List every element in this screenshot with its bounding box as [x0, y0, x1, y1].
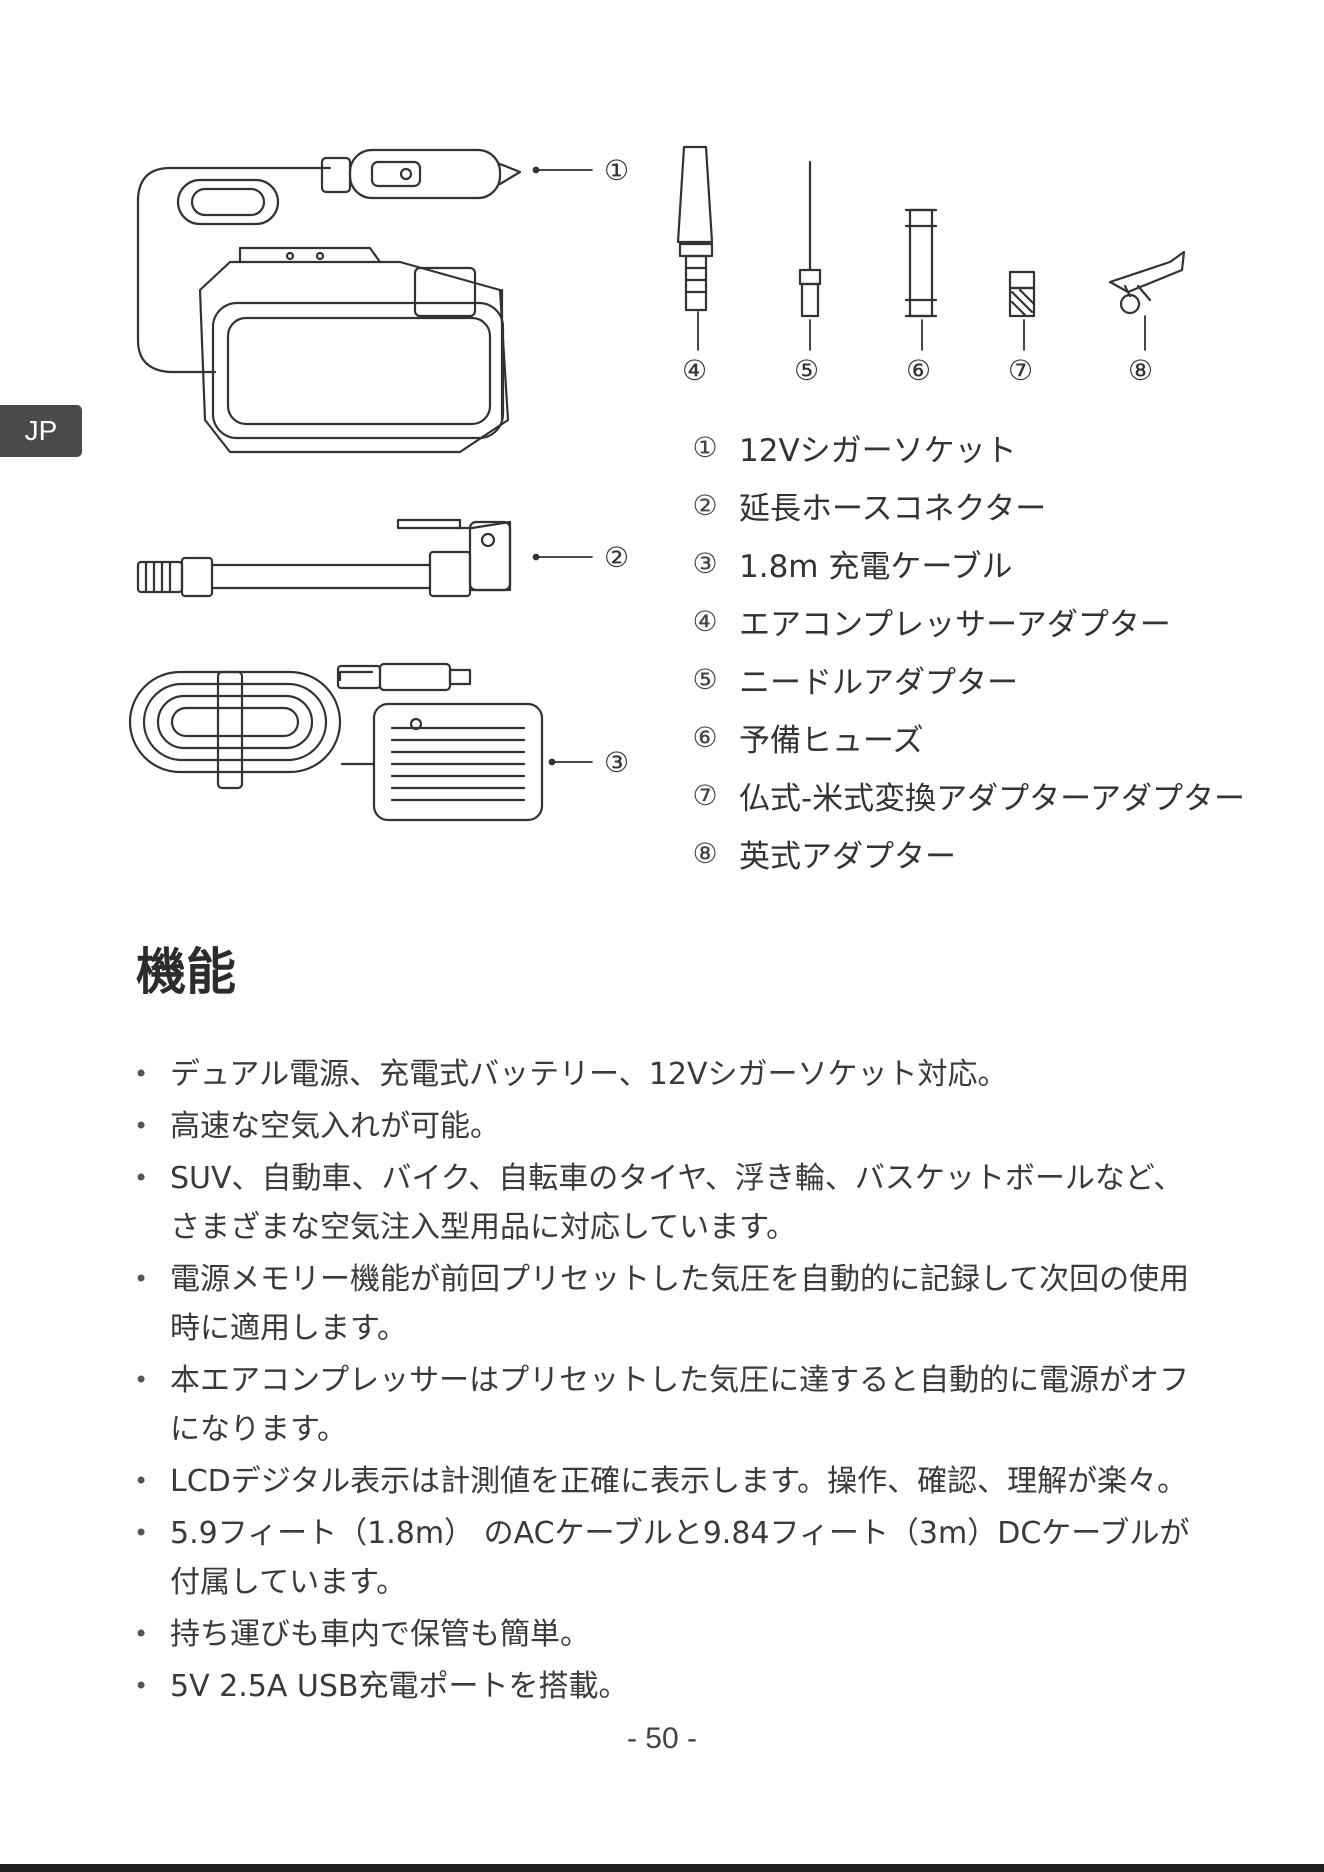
part-item: ③ 1.8m 充電ケーブル	[685, 534, 1245, 592]
callout-8: ⑧	[1128, 354, 1153, 387]
page-number: - 50 -	[626, 1722, 698, 1755]
part-item: ④ エアコンプレッサーアダプター	[685, 592, 1245, 650]
charging-cable-illustration	[128, 662, 544, 822]
feature-item: LCDデジタル表示は計測値を正確に表示します。操作、確認、理解が楽々。	[134, 1457, 1204, 1506]
part-item: ② 延長ホースコネクター	[685, 476, 1245, 534]
part-label: 1.8m 充電ケーブル	[739, 548, 1013, 585]
feature-item: 5.9フィート（1.8m） のACケーブルと9.84フィート（3m）DCケーブル…	[134, 1509, 1204, 1607]
part-label: エアコンプレッサーアダプター	[739, 606, 1171, 643]
section-title: 機能	[136, 943, 236, 1001]
callout-5: ⑤	[794, 354, 819, 387]
part-label: ニードルアダプター	[739, 664, 1018, 701]
part-number: ②	[692, 488, 718, 522]
part-number: ⑧	[692, 836, 718, 870]
language-tab: JP	[0, 405, 82, 457]
part-number: ⑤	[692, 662, 718, 696]
adapters-illustration	[676, 145, 1186, 318]
part-number: ③	[692, 546, 718, 580]
part-item: ⑦ 仏式-米式変換アダプターアダプター	[685, 766, 1245, 824]
feature-item: SUV、自動車、バイク、自転車のタイヤ、浮き輪、バスケットボールなど、さまざまな…	[134, 1154, 1204, 1252]
callout-1: ①	[604, 154, 629, 187]
part-item: ⑤ ニードルアダプター	[685, 650, 1245, 708]
feature-item: 5V 2.5A USB充電ポートを搭載。	[134, 1662, 1204, 1711]
part-number: ⑦	[692, 778, 718, 812]
callout-leaders	[532, 166, 1146, 766]
callout-4: ④	[682, 354, 707, 387]
parts-list: ① 12Vシガーソケット ② 延長ホースコネクター ③ 1.8m 充電ケーブル ④ エア…	[685, 418, 1245, 882]
product-illustration: ① ② ③ ④ ⑤ ⑥ ⑦ ⑧	[128, 145, 1186, 822]
feature-item: 本エアコンプレッサーはプリセットした気圧に達すると自動的に電源がオフになります。	[134, 1356, 1204, 1454]
callout-6: ⑥	[906, 354, 931, 387]
feature-item: 電源メモリー機能が前回プリセットした気圧を自動的に記録して次回の使用時に適用しま…	[134, 1255, 1204, 1353]
part-number: ①	[692, 430, 718, 464]
feature-item: 持ち運びも車内で保管も簡単。	[134, 1610, 1204, 1659]
part-item: ⑥ 予備ヒューズ	[685, 708, 1245, 766]
feature-item: 高速な空気入れが可能。	[134, 1102, 1204, 1151]
part-label: 延長ホースコネクター	[739, 490, 1047, 527]
part-item: ① 12Vシガーソケット	[685, 418, 1245, 476]
part-label: 英式アダプター	[739, 838, 956, 875]
part-number: ⑥	[692, 720, 718, 754]
part-label: 仏式-米式変換アダプターアダプター	[739, 780, 1245, 817]
part-item: ⑧ 英式アダプター	[685, 824, 1245, 882]
compressor-illustration	[136, 148, 522, 454]
feature-item: デュアル電源、充電式バッテリー、12Vシガーソケット対応。	[134, 1050, 1204, 1099]
callout-3: ③	[604, 746, 629, 779]
callout-7: ⑦	[1008, 354, 1033, 387]
callout-2: ②	[604, 541, 629, 574]
part-label: 12Vシガーソケット	[739, 432, 1017, 469]
features-list: デュアル電源、充電式バッテリー、12Vシガーソケット対応。 高速な空気入れが可能…	[134, 1050, 1204, 1714]
part-label: 予備ヒューズ	[739, 722, 924, 759]
hose-connector-illustration	[136, 518, 512, 598]
bottom-rule	[0, 1864, 1324, 1872]
part-number: ④	[692, 604, 718, 638]
